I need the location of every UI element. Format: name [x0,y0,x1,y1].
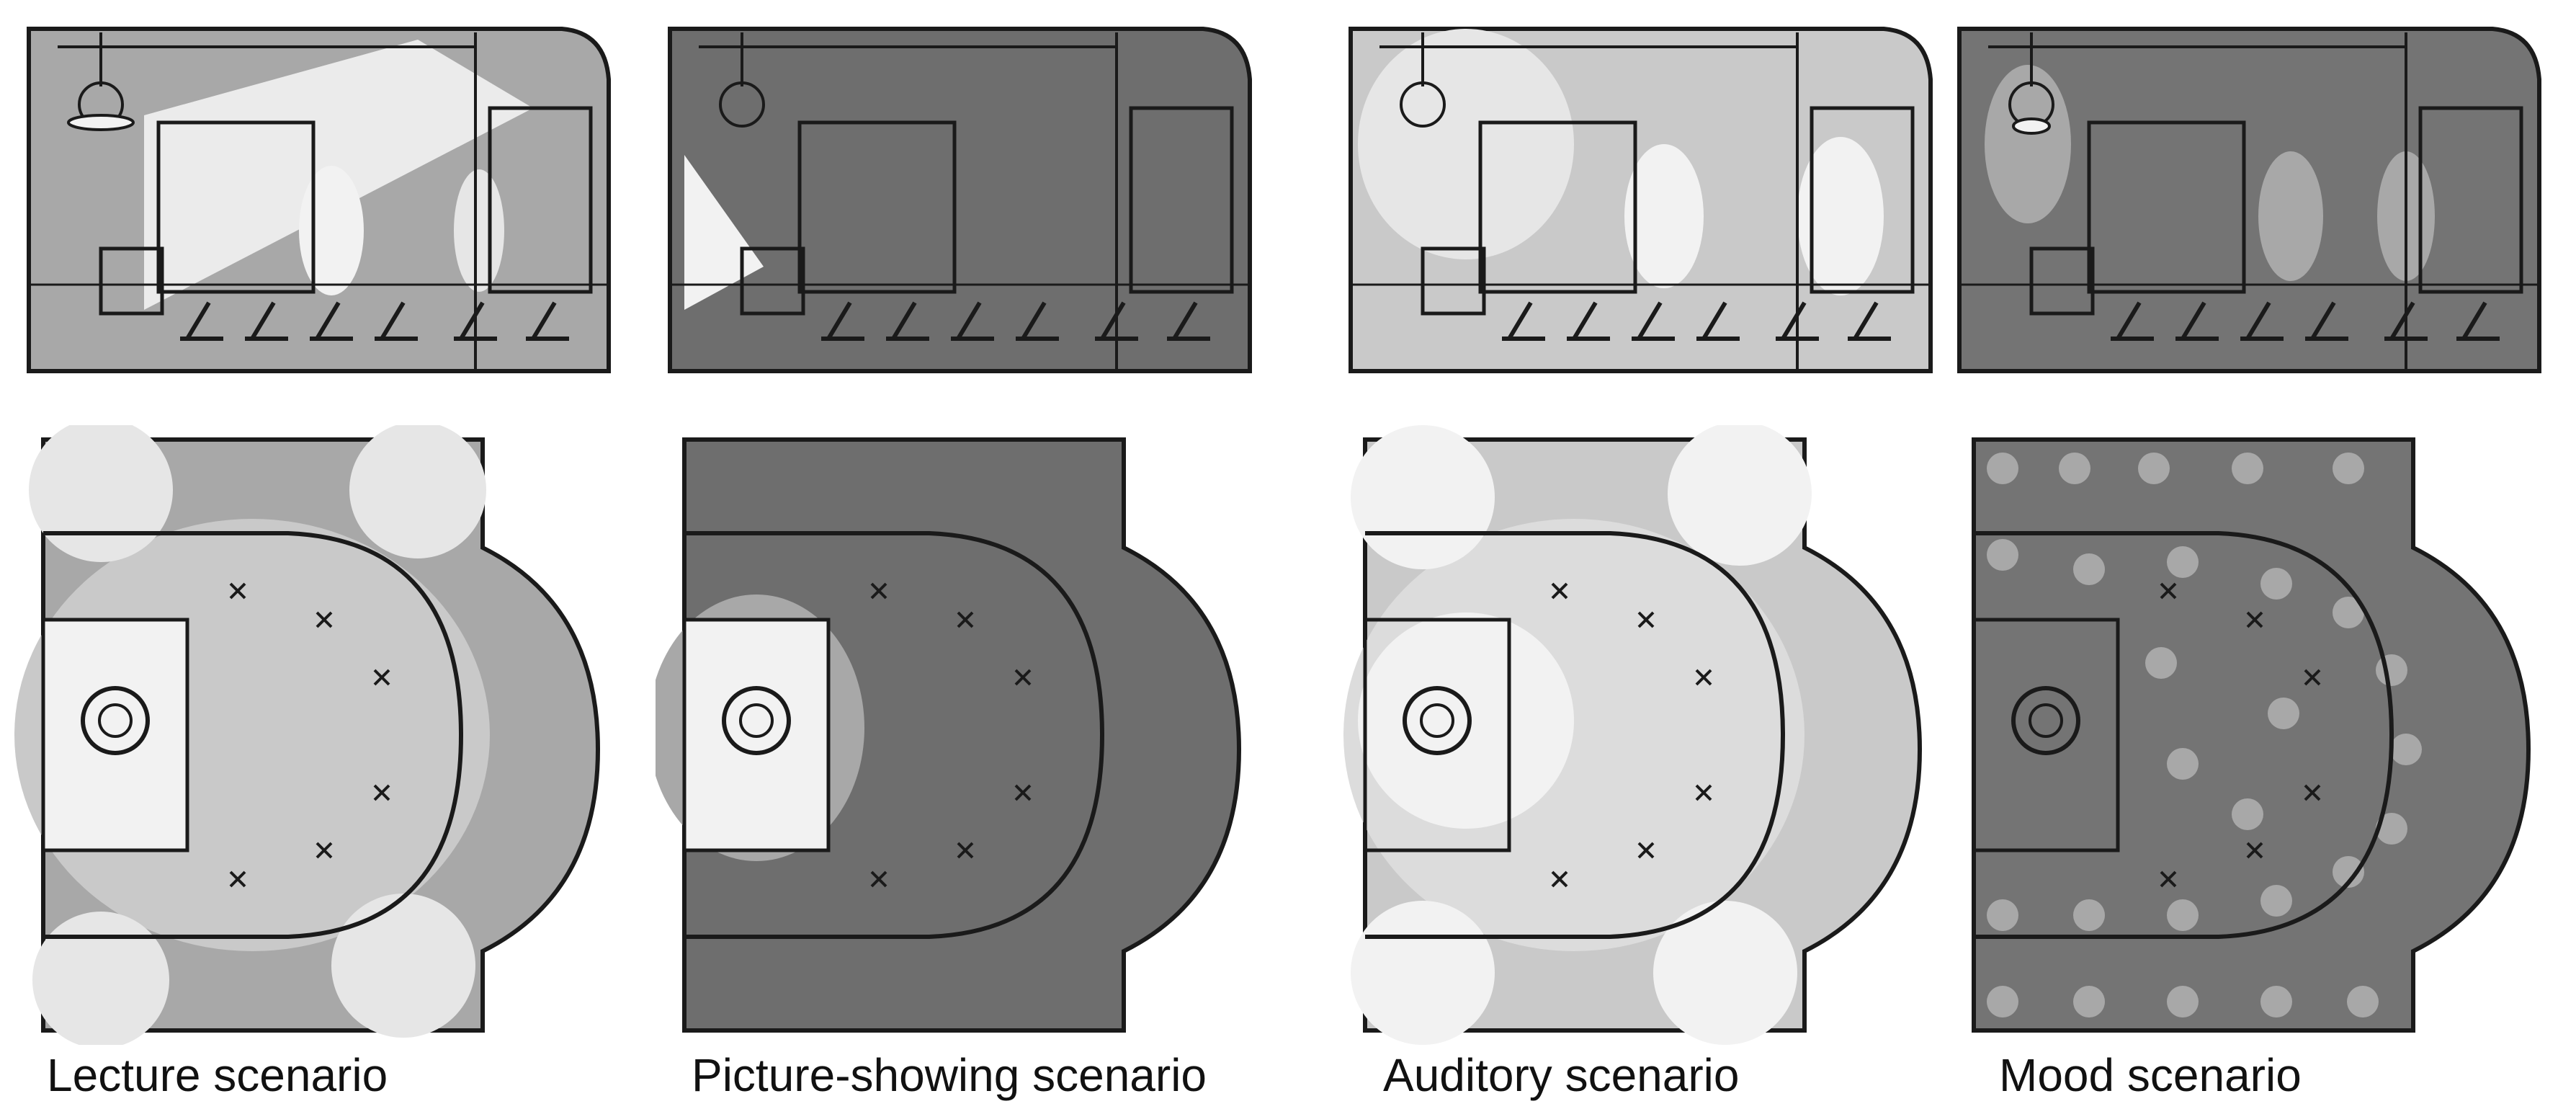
seating-curve [684,531,1105,939]
chandelier-plan-icon [722,686,791,755]
chair-row [1502,301,1891,341]
window [156,120,316,294]
light-pool-corner [349,425,486,558]
seating-curve [43,531,464,939]
chair-row [180,301,569,341]
picture-showing-section-drawing [668,27,1252,373]
light-pool-corner [32,912,169,1045]
wall-light-pool [1358,29,1574,259]
chandelier-icon [719,32,765,128]
room-plan-outline [682,437,1242,1033]
auditory-section-drawing [1349,27,1933,373]
chandelier-icon [67,32,135,131]
chair-row [821,301,1210,341]
scenario-caption: Lecture scenario [47,1049,388,1101]
seat-markers [870,582,1032,888]
scenario-panel-mood: Mood scenario [1945,0,2576,1109]
room-section-outline [668,27,1252,373]
window [2087,120,2246,294]
light-pool-corner [1653,901,1797,1045]
lectern [2029,246,2095,316]
seat-markers [229,582,390,888]
window [1129,106,1234,294]
chandelier-plan-icon [98,703,133,738]
window [488,106,593,294]
window [797,120,957,294]
wall-light-pool [1797,137,1884,295]
chandelier-plan-icon [2029,703,2063,738]
light-pool-corner [1351,425,1495,569]
scenario-caption: Picture-showing scenario [692,1049,1207,1101]
chandelier-icon [1400,32,1446,128]
window [1478,120,1637,294]
chandelier-plan-icon [739,703,774,738]
chandelier-plan-icon [1420,703,1454,738]
lecture-plan-drawing [14,425,601,1045]
wall-light-pool [2258,151,2323,281]
wall-light-pool [1985,65,2071,223]
seating-curve [1974,531,2394,939]
wall-light-pool [454,169,504,292]
scenario-panel-lecture: Lecture scenario [14,0,658,1109]
window [2418,106,2523,294]
seat-markers [2160,582,2321,888]
lectern [99,246,164,316]
lectern [1421,246,1486,316]
chandelier-plan-icon [2011,686,2080,755]
room-plan-outline [1972,437,2531,1033]
chair-row [2111,301,2500,341]
light-pool-stage [1358,613,1574,829]
light-pool-corner [1668,425,1812,566]
wall-light-pool [299,166,364,295]
wall-light-pool [1624,144,1704,288]
light-pool-corner [1351,901,1495,1045]
scenario-panel-picture-showing: Picture-showing scenario [656,0,1300,1109]
spot-light-pools [1987,453,2422,1017]
scenario-panel-auditory: Auditory scenario [1336,0,1980,1109]
auditory-plan-drawing [1343,425,1923,1045]
scenario-caption: Mood scenario [1999,1049,2302,1101]
scenario-caption: Auditory scenario [1383,1049,1740,1101]
light-pool-corner [331,894,475,1038]
mood-section-drawing [1957,27,2541,373]
window [1810,106,1915,294]
lecture-section-drawing [27,27,611,373]
picture-showing-plan-drawing [656,437,1242,1033]
stage-area [1363,618,1511,852]
light-pool-corner [29,425,173,562]
stage-area [1972,618,2120,852]
seating-curve [1365,531,1786,939]
chandelier-plan-icon [81,686,150,755]
mood-plan-drawing [1972,437,2531,1033]
seat-markers [1551,582,1712,888]
lectern [740,246,805,316]
chandelier-icon [2008,32,2054,135]
chandelier-plan-icon [1403,686,1472,755]
